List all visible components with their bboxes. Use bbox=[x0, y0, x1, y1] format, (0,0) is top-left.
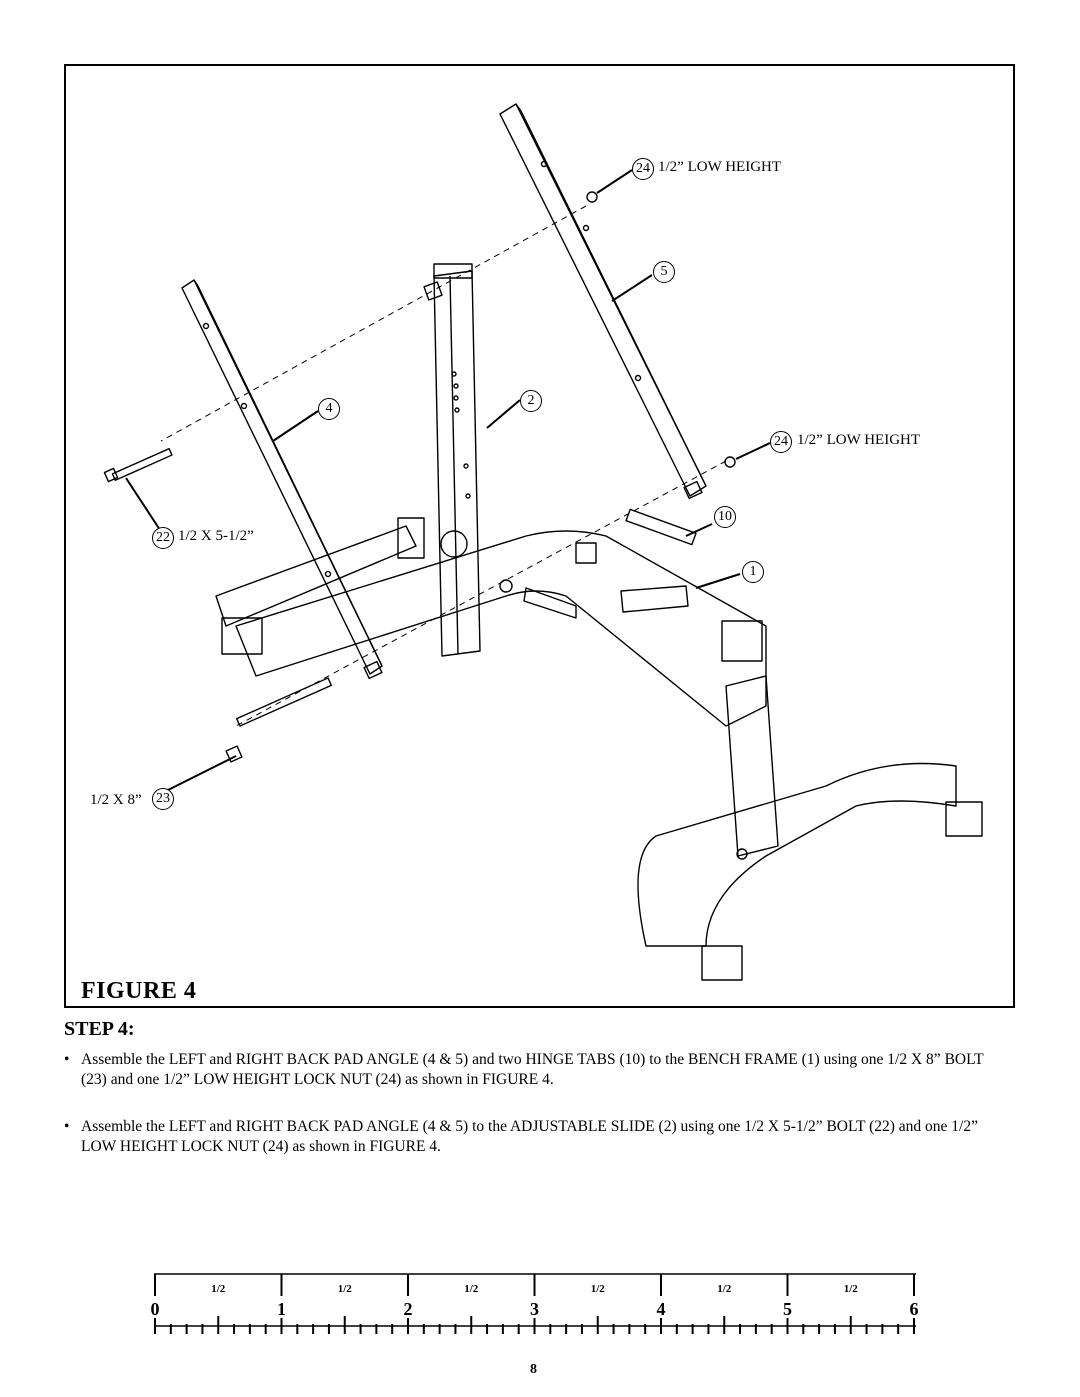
back-pad-angle-right bbox=[499, 103, 707, 500]
instruction-text-1: Assemble the LEFT and RIGHT BACK PAD ANG… bbox=[81, 1051, 984, 1088]
callout-5: 5 bbox=[653, 261, 675, 283]
callout-23-label: 1/2 X 8” bbox=[90, 792, 142, 808]
inch-ruler: 0 1/2 1 1/2 2 1/2 3 1/2 4 1/2 5 1/2 6 bbox=[151, 1273, 919, 1334]
ruler-half-label: 1/2 bbox=[338, 1283, 353, 1295]
hinge-tab-10 bbox=[625, 508, 697, 546]
step-title: STEP 4: bbox=[64, 1018, 135, 1040]
bullet-marker: • bbox=[64, 1118, 70, 1135]
callout-24-right: 24 bbox=[770, 431, 792, 453]
ruler-half-label: 1/2 bbox=[211, 1283, 226, 1295]
callout-24-top-label: 1/2” LOW HEIGHT bbox=[658, 159, 782, 175]
ruler-half-label: 1/2 bbox=[844, 1283, 859, 1295]
callout-1: 1 bbox=[742, 561, 764, 583]
figure-4-frame: 24 1/2” LOW HEIGHT 5 4 2 24 1/2” LOW HEI… bbox=[64, 64, 1015, 1008]
ruler-half-label: 1/2 bbox=[591, 1283, 606, 1295]
nut-24-right bbox=[724, 456, 736, 468]
page-number: 8 bbox=[530, 1362, 537, 1377]
figure-title: FIGURE 4 bbox=[81, 978, 197, 1004]
instruction-bullet-1: • Assemble the LEFT and RIGHT BACK PAD A… bbox=[64, 1050, 1004, 1090]
callout-22-label: 1/2 X 5-1/2” bbox=[178, 528, 254, 544]
ruler-number: 6 bbox=[910, 1299, 919, 1319]
callout-24-right-label: 1/2” LOW HEIGHT bbox=[797, 432, 921, 448]
bullet-marker: • bbox=[64, 1051, 70, 1068]
callout-10: 10 bbox=[714, 506, 736, 528]
back-pad-angle-left bbox=[181, 279, 383, 680]
bench-frame bbox=[215, 517, 983, 981]
ruler-number: 3 bbox=[530, 1299, 539, 1319]
callout-22: 22 bbox=[152, 527, 174, 549]
adjustable-slide bbox=[423, 263, 481, 657]
bolt-22 bbox=[103, 447, 173, 483]
ruler-number: 5 bbox=[783, 1299, 792, 1319]
ruler-number: 4 bbox=[657, 1299, 666, 1319]
instruction-text-2: Assemble the LEFT and RIGHT BACK PAD ANG… bbox=[81, 1118, 978, 1155]
ruler-number: 2 bbox=[404, 1299, 413, 1319]
ruler-number: 1 bbox=[277, 1299, 286, 1319]
nut-24-top bbox=[586, 191, 598, 203]
callout-2: 2 bbox=[520, 390, 542, 412]
callout-24-top: 24 bbox=[632, 158, 654, 180]
ruler-half-label: 1/2 bbox=[717, 1283, 732, 1295]
assembly-drawing bbox=[103, 103, 983, 981]
callout-4: 4 bbox=[318, 398, 340, 420]
bolt-23 bbox=[225, 677, 333, 763]
ruler-number: 0 bbox=[151, 1299, 160, 1319]
callout-23: 23 bbox=[152, 788, 174, 810]
instruction-bullet-2: • Assemble the LEFT and RIGHT BACK PAD A… bbox=[64, 1117, 1004, 1157]
ruler-half-label: 1/2 bbox=[464, 1283, 479, 1295]
